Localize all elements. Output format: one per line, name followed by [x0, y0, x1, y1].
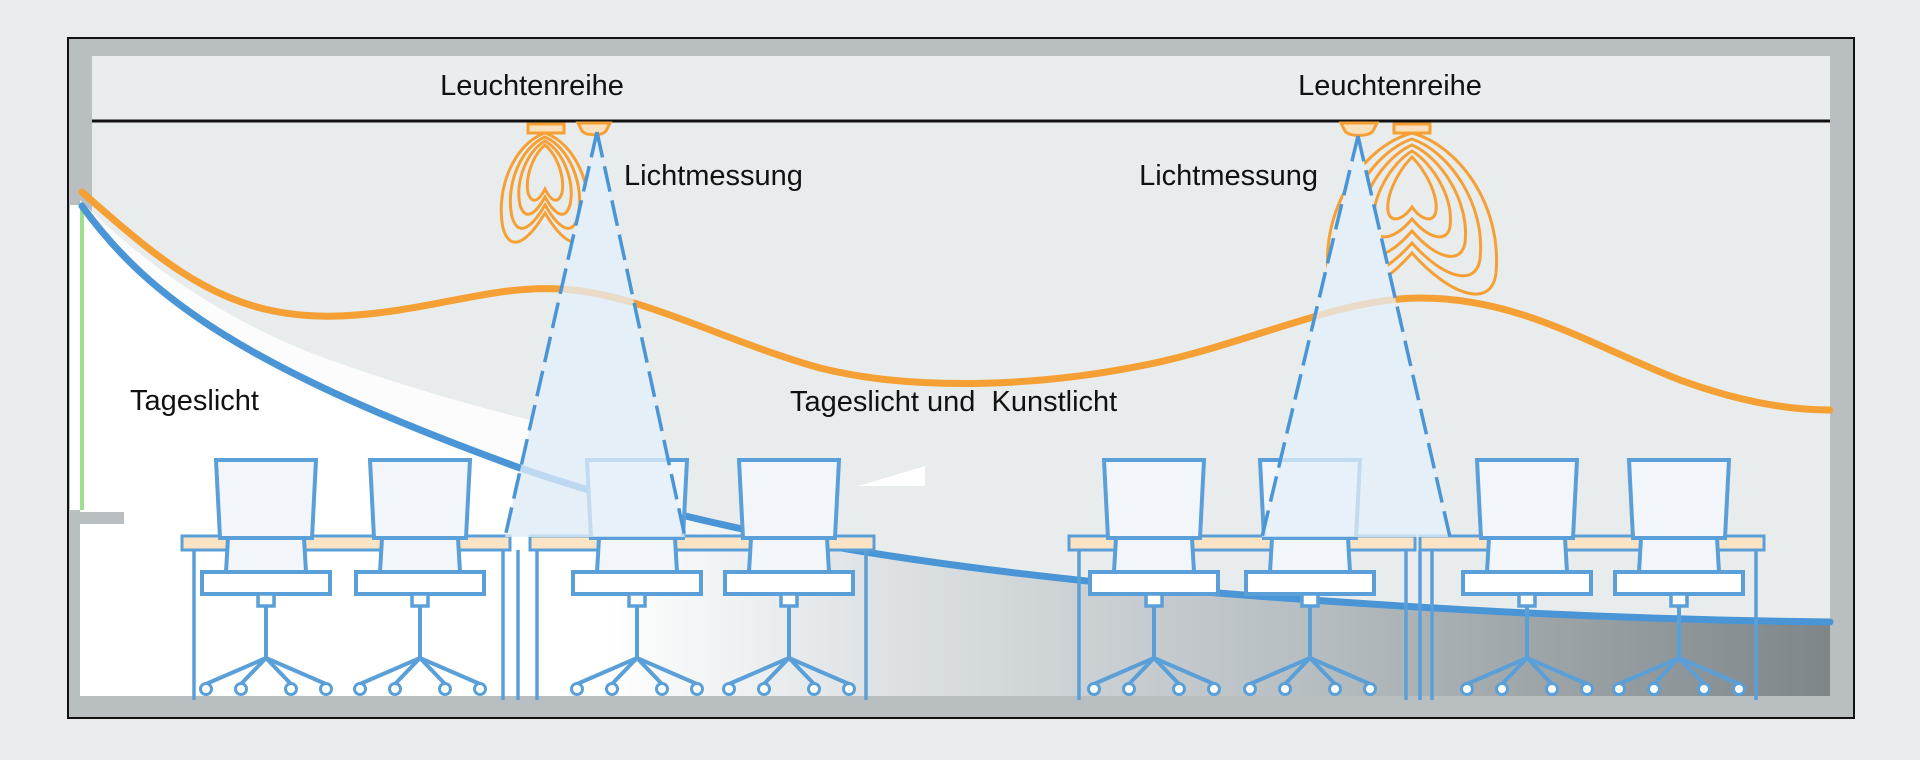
light-sensor-icon	[575, 121, 613, 137]
measurement-cone-right-overlay	[1262, 136, 1450, 537]
window-icon	[70, 205, 80, 510]
luminaire-icon	[526, 122, 566, 135]
light-reflection	[858, 466, 925, 486]
luminaire-right	[1325, 121, 1499, 296]
combined-light-curve	[78, 188, 1834, 414]
light-sensor-icon	[1338, 121, 1380, 137]
luminaire-row-label-left: Leuchtenreihe	[440, 70, 624, 102]
luminaire-row-label-right: Leuchtenreihe	[1298, 70, 1482, 102]
light-measurement-label-right: Lichtmessung	[1139, 160, 1318, 192]
window-sill	[70, 512, 124, 524]
combined-light-label: Tageslicht und Kunstlicht	[790, 386, 1117, 418]
daylight-label: Tageslicht	[130, 385, 259, 417]
measurement-cone-left-overlay	[505, 132, 685, 537]
light-measurement-label-left: Lichtmessung	[624, 160, 803, 192]
ceiling-void	[92, 56, 1830, 120]
